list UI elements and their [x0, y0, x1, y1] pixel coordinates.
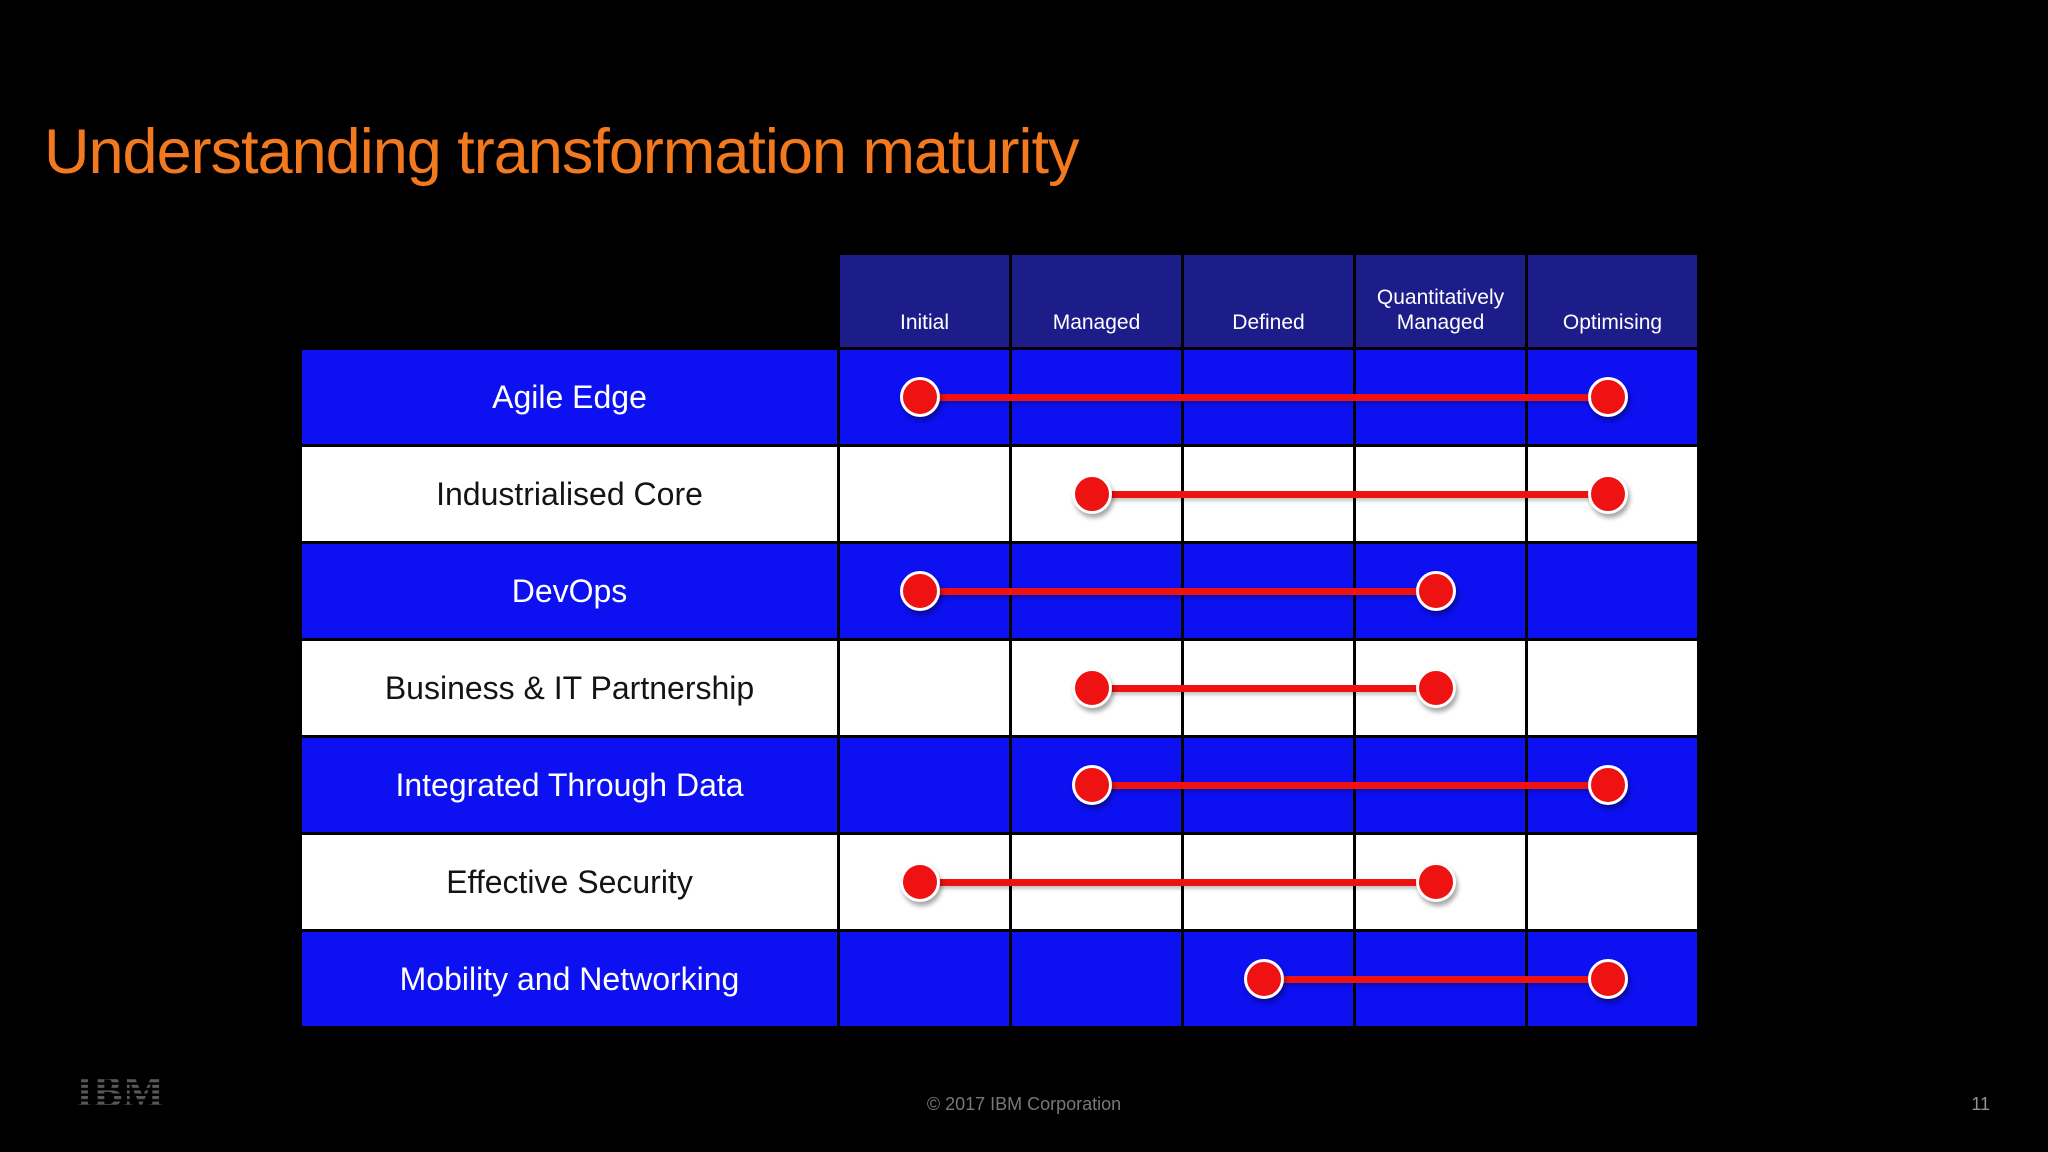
- grid-cell: [1356, 350, 1525, 444]
- grid-cell: [840, 932, 1009, 1026]
- ibm-logo-text: IBM: [76, 1068, 164, 1114]
- grid-cell: [840, 835, 1009, 929]
- grid-cell: [1528, 738, 1697, 832]
- grid-cell: [1184, 738, 1353, 832]
- grid-cell: [1012, 544, 1181, 638]
- column-header-level-4: Optimising: [1528, 255, 1697, 347]
- row-label: Integrated Through Data: [302, 738, 837, 832]
- row-label: Mobility and Networking: [302, 932, 837, 1026]
- grid-cell: [1012, 738, 1181, 832]
- grid-cell: [1356, 835, 1525, 929]
- copyright-text: © 2017 IBM Corporation: [926, 1094, 1122, 1114]
- row-label: Industrialised Core: [302, 447, 837, 541]
- grid-cell: [1356, 641, 1525, 735]
- grid-cell: [1012, 350, 1181, 444]
- grid-cell: [1012, 641, 1181, 735]
- grid-cell: [1012, 447, 1181, 541]
- corner-cell: [302, 255, 837, 347]
- column-header-level-0: Initial: [840, 255, 1009, 347]
- grid-cell: [1184, 641, 1353, 735]
- grid-cell: [1012, 932, 1181, 1026]
- grid-cell: [1528, 544, 1697, 638]
- slide-title: Understanding transformation maturity: [44, 117, 1079, 187]
- grid-cell: [1012, 835, 1181, 929]
- grid-cell: [1528, 447, 1697, 541]
- grid-cell: [840, 738, 1009, 832]
- grid-cell: [840, 350, 1009, 444]
- grid-cell: [1184, 544, 1353, 638]
- row-label: Effective Security: [302, 835, 837, 929]
- grid-cell: [1528, 350, 1697, 444]
- grid-cell: [1356, 738, 1525, 832]
- grid-cell: [840, 641, 1009, 735]
- grid-cell: [1528, 932, 1697, 1026]
- ibm-logo: IBM: [76, 1067, 168, 1119]
- grid-cell: [1356, 447, 1525, 541]
- grid-cell: [1528, 641, 1697, 735]
- grid-cell: [840, 544, 1009, 638]
- column-header-level-2: Defined: [1184, 255, 1353, 347]
- page-number: 11: [1971, 1094, 1990, 1114]
- row-label: Business & IT Partnership: [302, 641, 837, 735]
- grid-cell: [1184, 932, 1353, 1026]
- column-header-level-3: Quantitatively Managed: [1356, 255, 1525, 347]
- grid-cell: [1356, 544, 1525, 638]
- grid-cell: [1356, 932, 1525, 1026]
- grid-cell: [1184, 835, 1353, 929]
- column-header-level-1: Managed: [1012, 255, 1181, 347]
- row-label: Agile Edge: [302, 350, 837, 444]
- grid-cell: [840, 447, 1009, 541]
- grid-cell: [1528, 835, 1697, 929]
- grid-cell: [1184, 350, 1353, 444]
- row-label: DevOps: [302, 544, 837, 638]
- grid-cell: [1184, 447, 1353, 541]
